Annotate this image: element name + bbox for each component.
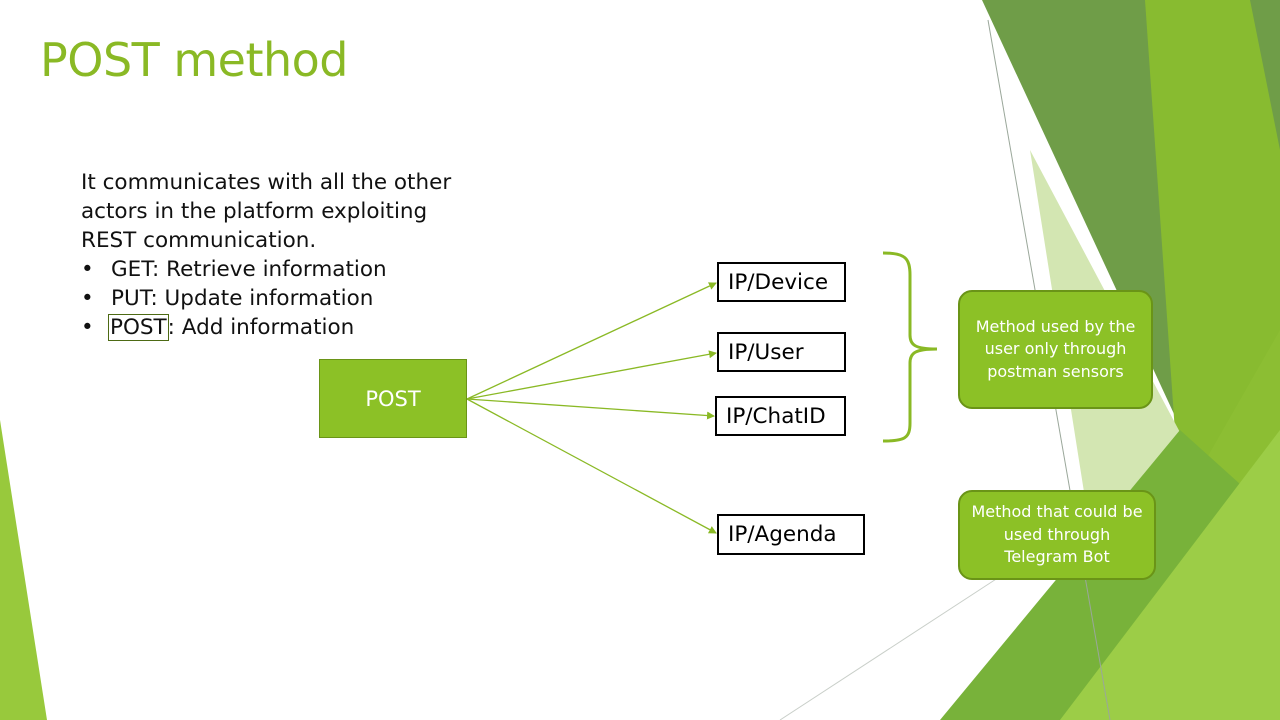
method-name: PUT [111, 286, 151, 311]
page-title: POST method [40, 33, 349, 87]
method-list: GET: Retrieve information PUT: Update in… [81, 255, 481, 342]
intro-text: It communicates with all the other actor… [81, 170, 452, 253]
list-item: PUT: Update information [81, 284, 481, 313]
endpoint-user: IP/User [717, 332, 846, 372]
endpoint-agenda: IP/Agenda [717, 514, 865, 555]
telegram-note: Method that could be used through Telegr… [958, 490, 1156, 580]
post-node: POST [319, 359, 467, 438]
description-block: It communicates with all the other actor… [81, 168, 481, 342]
method-desc: : Retrieve information [152, 257, 387, 282]
postman-note: Method used by the user only through pos… [958, 290, 1153, 409]
endpoint-chatid: IP/ChatID [715, 396, 846, 436]
method-name-highlighted: POST [108, 314, 169, 341]
list-item: POST: Add information [81, 313, 481, 342]
method-desc: : Update information [150, 286, 374, 311]
list-item: GET: Retrieve information [81, 255, 481, 284]
endpoint-device: IP/Device [717, 262, 846, 302]
method-desc: : Add information [167, 315, 355, 340]
method-name: GET [111, 257, 153, 282]
